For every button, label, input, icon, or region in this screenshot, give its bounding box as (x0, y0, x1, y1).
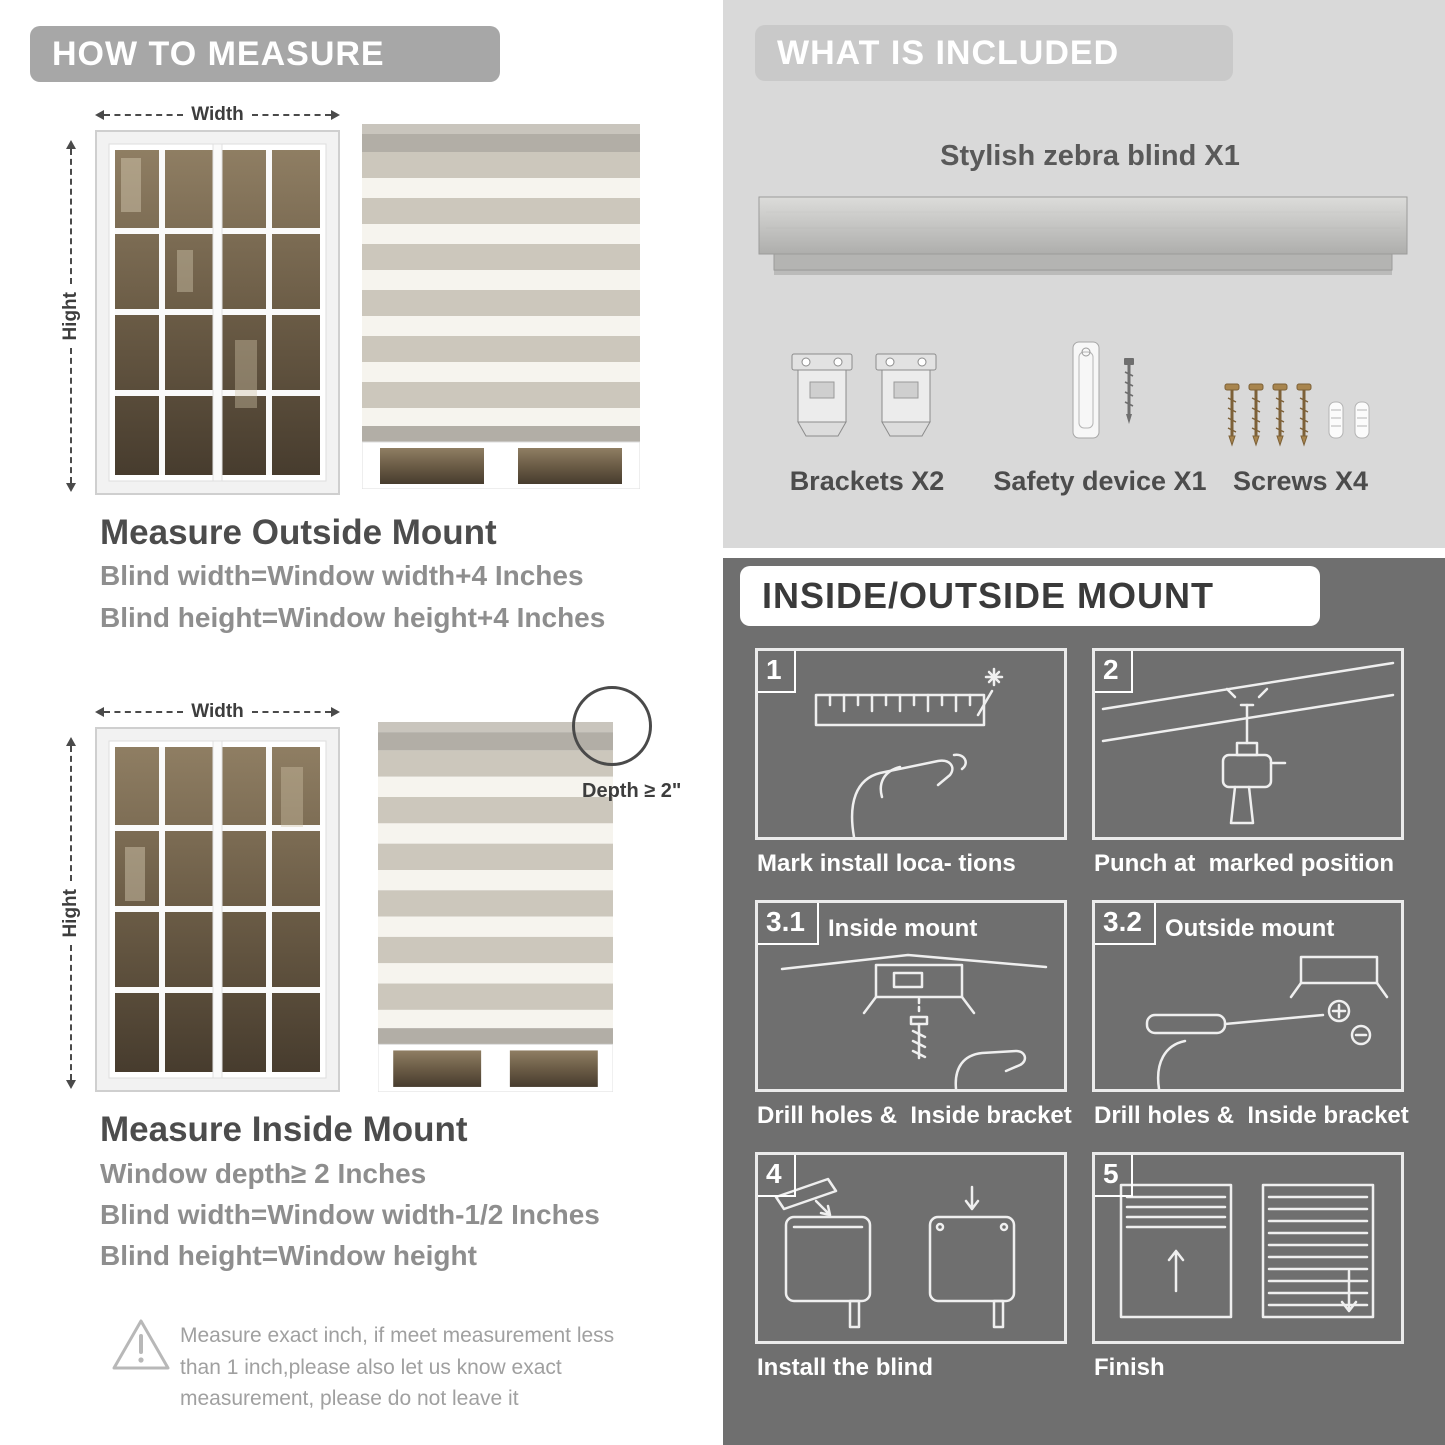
inside-mount-formula-height: Blind height=Window height (100, 1240, 477, 1271)
arrow-right-icon (331, 707, 340, 717)
depth-label: Depth ≥ 2" (582, 780, 682, 802)
step-number: 5 (1095, 1155, 1133, 1197)
step-number: 3.1 (758, 903, 819, 945)
step-number: 2 (1095, 651, 1133, 693)
depth-callout-circle (572, 686, 652, 766)
arrow-left-icon (95, 110, 104, 120)
what-is-included-section (723, 0, 1445, 548)
what-is-included-title: WHAT IS INCLUDED (777, 33, 1120, 72)
arrow-down-icon (66, 1080, 76, 1090)
step-caption-1: Mark install loca- tions (757, 850, 1016, 877)
safety-device-icon (1072, 341, 1134, 439)
width-label: Width (191, 104, 244, 125)
finish-illustration (1119, 1183, 1375, 1319)
warning-text: Measure exact inch, if meet measurement … (180, 1324, 615, 1410)
inside-mount-depth-rule: Window depth≥ 2 Inches (100, 1158, 427, 1189)
mount-header: INSIDE/OUTSIDE MOUNT (740, 566, 1320, 626)
height-label: Hight (60, 888, 81, 938)
brackets-icon (791, 353, 937, 437)
what-is-included-header: WHAT IS INCLUDED (755, 25, 1233, 81)
height-arrow-outside: Hight (60, 140, 82, 493)
outside-mount-formula-width: Blind width=Window width+4 Inches (100, 560, 584, 591)
step-number: 3.2 (1095, 903, 1156, 945)
window-illustration-inside (95, 727, 340, 1092)
step-caption-3-2: Drill holes & Inside bracket (1094, 1102, 1409, 1129)
height-arrow-inside: Hight (60, 737, 82, 1090)
outside-mount-formula-height: Blind height=Window height+4 Inches (100, 602, 606, 633)
window-illustration-outside (95, 130, 340, 495)
how-to-measure-title: HOW TO MEASURE (52, 34, 385, 73)
step-caption-2: Punch at marked position (1094, 850, 1395, 877)
mount-title: INSIDE/OUTSIDE MOUNT (762, 575, 1215, 616)
zebra-blind-illustration-outside (362, 124, 640, 489)
arrow-down-icon (66, 483, 76, 493)
zebra-blind-illustration-inside (378, 722, 613, 1092)
outside-bracket-illustration (1145, 955, 1389, 1089)
width-arrow-inside: Width (95, 701, 340, 723)
arrow-up-icon (66, 737, 76, 746)
step-number: 4 (758, 1155, 796, 1197)
step-panel-4: 4 (755, 1152, 1067, 1344)
inside-mount-title: Measure Inside Mount (100, 1110, 468, 1149)
step-caption-5: Finish (1094, 1354, 1165, 1381)
arrow-left-icon (95, 707, 104, 717)
outside-mount-title: Measure Outside Mount (100, 513, 497, 552)
step-title: Outside mount (1165, 915, 1335, 942)
step-panel-5: 5 (1092, 1152, 1404, 1344)
zebra-blind-label: Stylish zebra blind X1 (940, 140, 1240, 172)
brackets-label: Brackets X2 (789, 466, 945, 496)
width-label: Width (191, 701, 244, 722)
zebra-blind-headrail-icon (758, 196, 1408, 275)
mark-location-illustration (814, 667, 1004, 837)
safety-device-label: Safety device X1 (993, 466, 1207, 496)
arrow-up-icon (66, 140, 76, 149)
arrow-right-icon (331, 110, 340, 120)
width-arrow-outside: Width (95, 104, 340, 126)
height-label: Hight (60, 291, 81, 341)
step-panel-3-1: 3.1 Inside mount (755, 900, 1067, 1092)
step-number: 1 (758, 651, 796, 693)
screws-label: Screws X4 (1232, 466, 1369, 496)
step-panel-3-2: 3.2 Outside mount (1092, 900, 1404, 1092)
warning-triangle-icon (112, 1319, 170, 1370)
inside-mount-formula-width: Blind width=Window width-1/2 Inches (100, 1199, 600, 1230)
step-caption-3-1: Drill holes & Inside bracket (757, 1102, 1072, 1129)
step-caption-4: Install the blind (757, 1354, 934, 1381)
screws-icon (1224, 383, 1370, 447)
step-panel-2: 2 (1092, 648, 1404, 840)
inside-bracket-illustration (780, 953, 1048, 1089)
drill-illustration (1101, 661, 1395, 825)
step-title: Inside mount (828, 915, 978, 942)
how-to-measure-header: HOW TO MEASURE (30, 26, 500, 82)
install-blind-illustration (774, 1177, 1016, 1329)
step-panel-1: 1 (755, 648, 1067, 840)
